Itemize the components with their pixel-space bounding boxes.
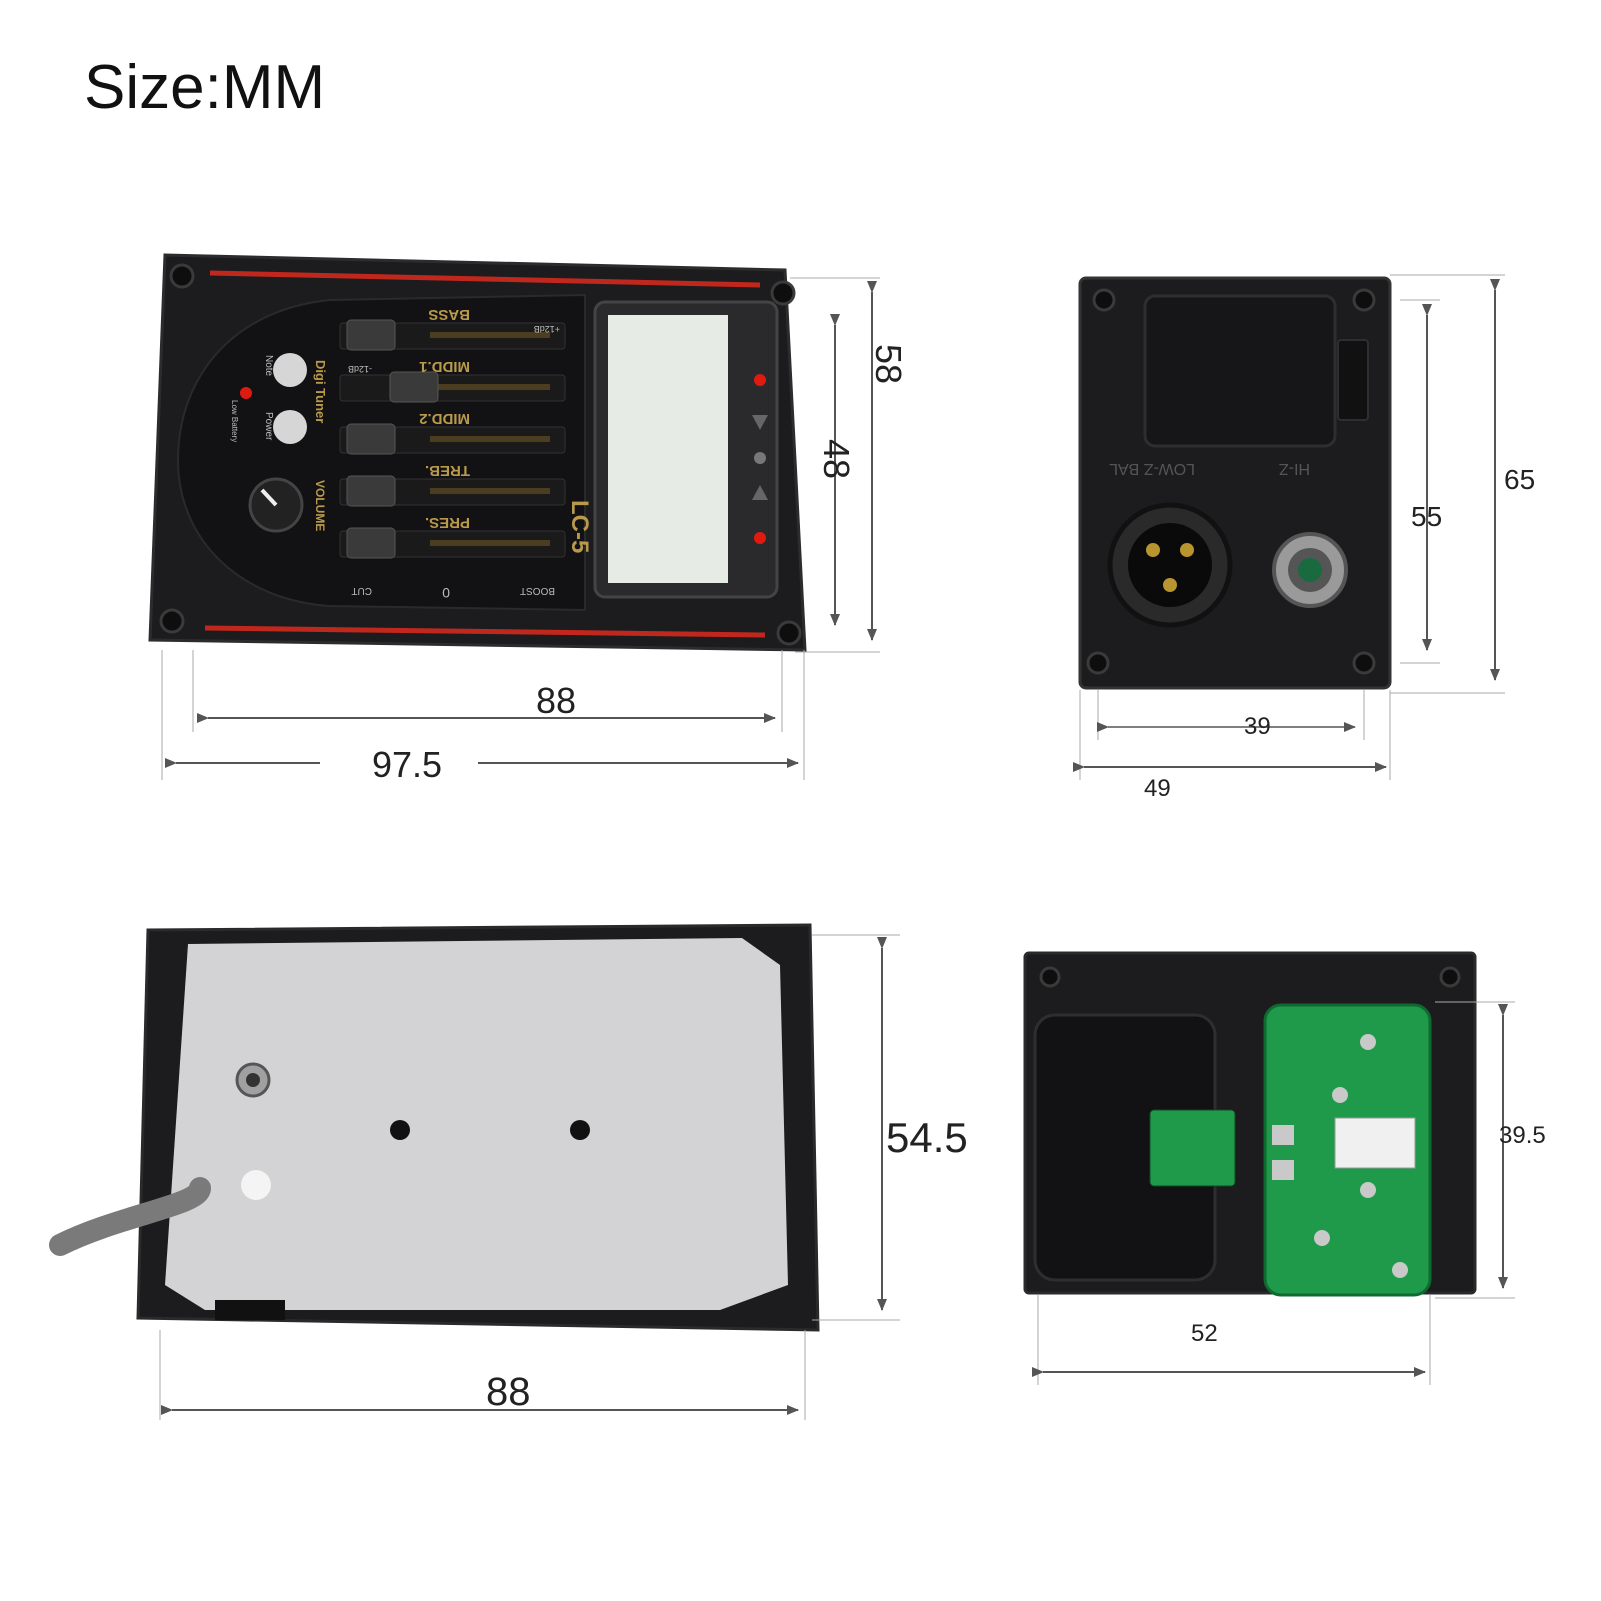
slider-row: BASS [339,306,566,351]
jack-width-inner-label: 39 [1244,713,1271,740]
note-button [273,353,307,387]
back-height-label: 54.5 [886,1114,968,1161]
arrow-up-icon [752,485,768,500]
pcb-height-label: 39.5 [1499,1122,1546,1149]
tuner-led-icon [754,532,766,544]
slider-knob [389,371,439,403]
tuner-led-icon [754,374,766,386]
low-battery-label: Low Battery [230,400,239,442]
mount-hole-icon [570,1120,590,1140]
front-dimensions [161,277,880,780]
pcb-dimensions [1032,1001,1515,1385]
jack-dimensions [1073,274,1505,780]
back-plate-surface [165,938,788,1310]
slider-row: PRES. [339,514,566,559]
front-width-outer-label: 97.5 [372,744,443,785]
slider-label: MIDD.2 [419,410,470,427]
pcb-width-label: 52 [1191,1320,1218,1347]
slider-label: MIDD.1 [419,358,470,375]
volume-label: VOLUME [313,480,327,531]
scale-minus-label: -12dB [348,364,372,374]
slider-row: MIDD.2 [339,410,566,455]
cable-hole-icon [241,1170,271,1200]
screw-icon [776,620,802,646]
hiz-label: HI-Z [1279,460,1310,477]
back-plate [49,923,820,1332]
page-title: Size:MM [84,53,326,122]
connector-icon [1334,1117,1416,1169]
tuner-label: Digi Tuner [313,360,328,423]
front-panel: Digi Tuner Note Power Low Battery VOLUME… [148,253,807,652]
jack-height-inner-label: 55 [1411,501,1443,532]
screw-icon [1039,966,1061,988]
back-dimensions [159,934,900,1420]
front-width-inner-label: 88 [536,680,577,721]
battery-terminal [1149,1109,1236,1187]
red-strip-top [209,270,761,288]
mount-hole-icon [390,1120,410,1140]
battery-door [1143,294,1337,448]
battery-latch [1337,339,1369,421]
power-label: Power [263,412,274,441]
screw-icon [1352,651,1376,675]
scale-plus-label: +12dB [534,324,560,334]
back-width-label: 88 [486,1370,531,1414]
slider-knob [346,475,396,507]
screw-icon [169,263,195,289]
slider-knob [346,319,396,351]
front-height-outer-label: 58 [868,343,910,385]
jack-width-outer-label: 49 [1144,775,1171,802]
lcd-screen [608,315,728,583]
slider-row: TREB. [339,462,566,507]
screw-icon [159,608,185,634]
screw-icon [1352,288,1376,312]
tuner-center-led-icon [754,452,766,464]
slider-row: MIDD.1 [339,358,566,403]
volume-knob-pointer [260,488,278,507]
jack-panel: HI-Z LOW-Z BAL [1078,276,1392,690]
low-battery-led-icon [240,387,252,399]
screw-icon [1086,651,1110,675]
screw-icon [1092,288,1116,312]
slider-knob [346,527,396,559]
slider-label: TREB. [425,462,470,479]
front-height-inner-label: 48 [816,438,858,480]
xlr-pin-icon [1163,578,1177,592]
pcb-panel [1023,951,1477,1297]
boost-label: BOOST [520,585,555,596]
slider-label: BASS [428,306,470,323]
note-label: Note [263,355,274,377]
arrow-down-icon [752,415,768,430]
xlr-pin-icon [1146,543,1160,557]
lowz-label: LOW-Z BAL [1109,460,1195,477]
xlr-pin-icon [1180,543,1194,557]
cable-icon [49,1177,211,1256]
power-button [273,410,307,444]
jack-height-outer-label: 65 [1504,464,1536,495]
cut-label: CUT [351,585,372,596]
red-strip-bottom [204,625,766,638]
screw-icon [770,280,796,306]
screw-icon [1439,966,1461,988]
scale-zero-label: 0 [442,585,450,601]
slider-knob [346,423,396,455]
slider-label: PRES. [425,514,470,531]
model-label: LC-5 [566,500,593,553]
